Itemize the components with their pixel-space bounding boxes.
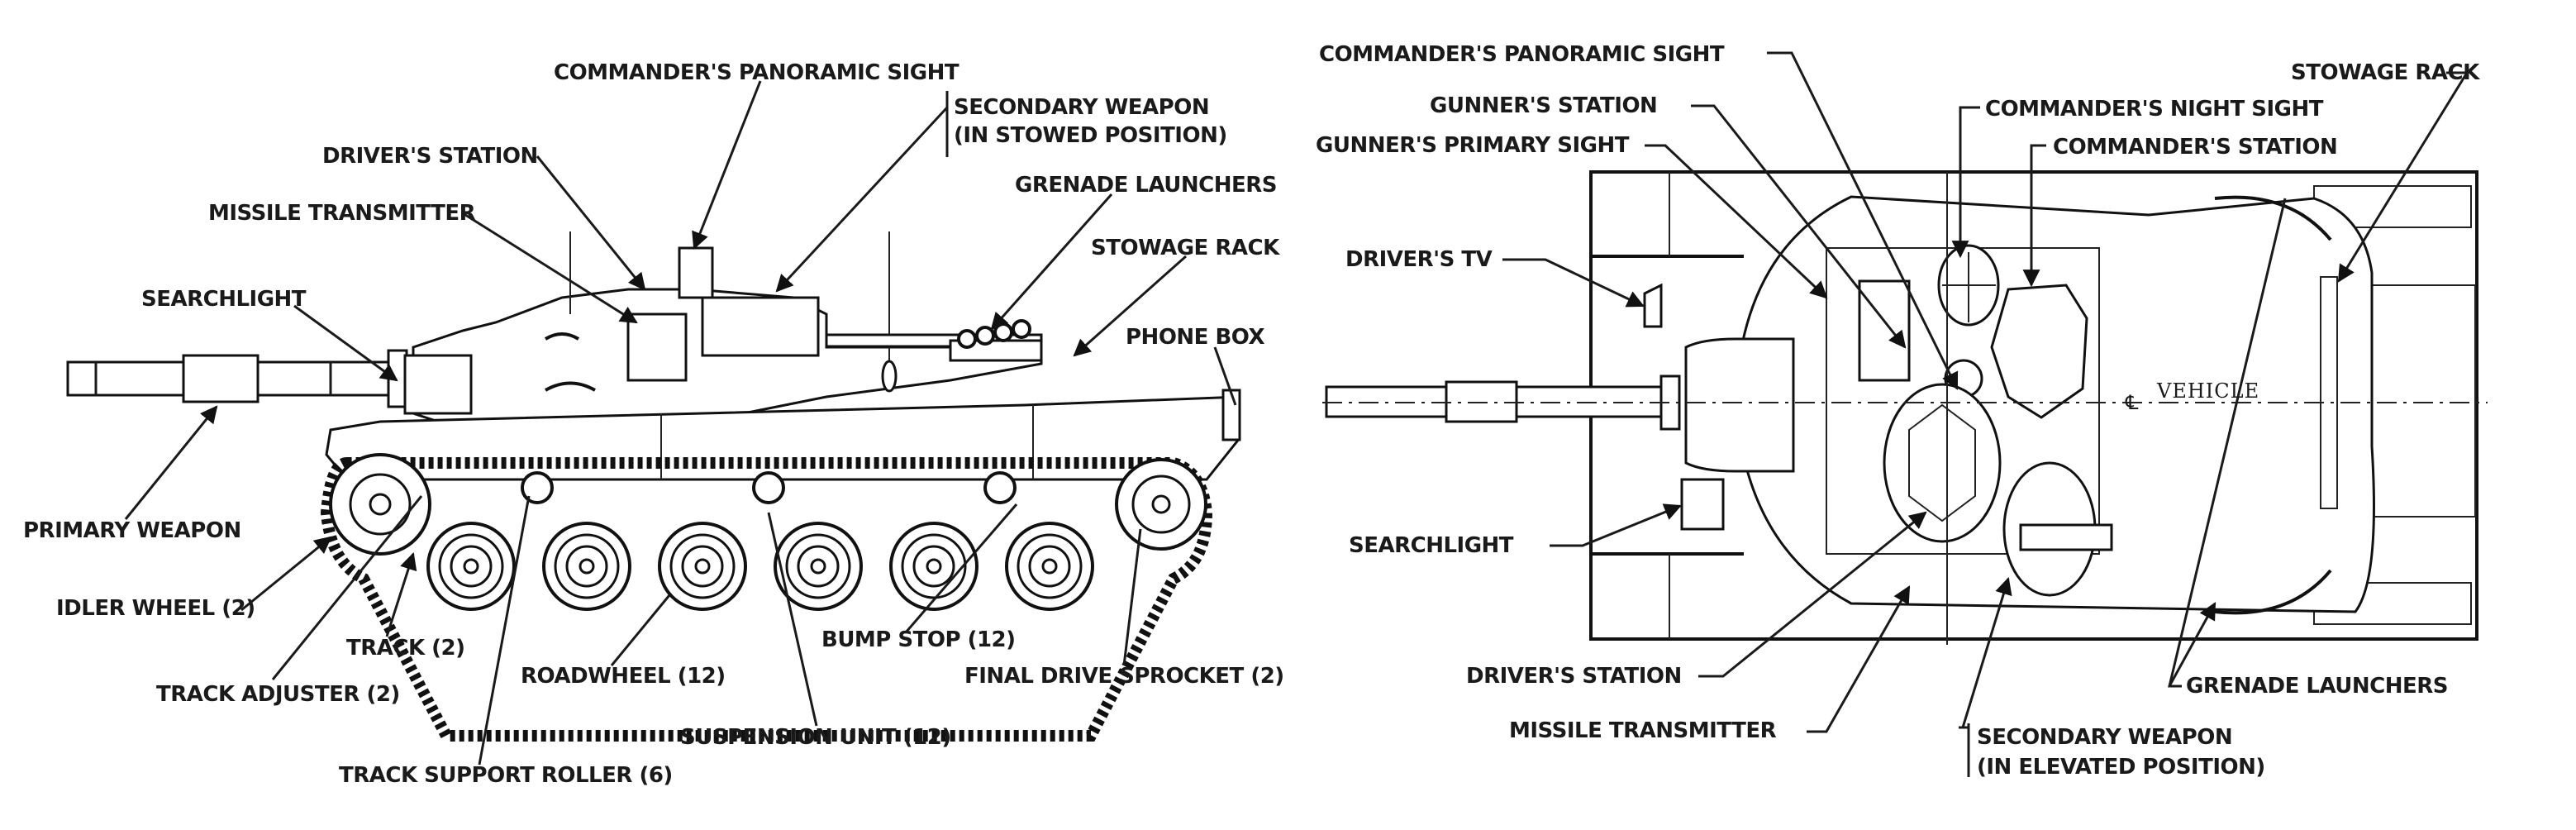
label-roadwheel: ROADWHEEL (12) xyxy=(521,664,726,689)
top-leader-lines xyxy=(1502,51,2469,777)
label-phone-box: PHONE BOX xyxy=(1126,325,1264,350)
top-turret xyxy=(1734,195,2375,615)
label-top-secondary-weapon: SECONDARY WEAPON xyxy=(1977,725,2232,750)
label-top-gunners-primary-sight: GUNNER'S PRIMARY SIGHT xyxy=(1316,133,1630,158)
label-secondary-weapon-note: (IN STOWED POSITION) xyxy=(954,123,1227,148)
label-top-secondary-weapon-note: (IN ELEVATED POSITION) xyxy=(1977,755,2265,780)
side-leader-lines xyxy=(124,80,1237,766)
roadwheel xyxy=(542,522,631,611)
roadwheel xyxy=(774,522,863,611)
track-support-roller xyxy=(983,471,1017,504)
label-top-gunners-station: GUNNER'S STATION xyxy=(1430,93,1657,118)
side-labels: COMMANDER'S PANORAMIC SIGHT SECONDARY WE… xyxy=(23,60,1284,788)
side-final-drive-sprocket xyxy=(1115,458,1207,551)
side-track-support-rollers xyxy=(521,471,1017,504)
label-final-drive-sprocket: FINAL DRIVE SPROCKET (2) xyxy=(964,664,1284,689)
label-track-adjuster: TRACK ADJUSTER (2) xyxy=(156,682,400,707)
track-support-roller xyxy=(521,471,554,504)
roadwheel xyxy=(1005,522,1094,611)
roadwheel xyxy=(426,522,516,611)
label-top-searchlight: SEARCHLIGHT xyxy=(1349,533,1514,558)
label-searchlight: SEARCHLIGHT xyxy=(141,287,307,312)
label-missile-transmitter: MISSILE TRANSMITTER xyxy=(208,201,476,226)
track-support-roller xyxy=(752,471,785,504)
label-commanders-panoramic-sight: COMMANDER'S PANORAMIC SIGHT xyxy=(554,60,959,85)
label-track-support-roller: TRACK SUPPORT ROLLER (6) xyxy=(339,763,673,788)
label-top-commanders-night-sight: COMMANDER'S NIGHT SIGHT xyxy=(1985,97,2324,122)
top-drivers-tv xyxy=(1643,283,1663,328)
side-turret xyxy=(403,231,1043,432)
side-primary-weapon-barrel xyxy=(66,349,408,408)
label-vehicle-centerline: VEHICLE xyxy=(2156,379,2259,403)
label-primary-weapon: PRIMARY WEAPON xyxy=(23,518,241,543)
label-track: TRACK (2) xyxy=(346,636,465,661)
label-secondary-weapon: SECONDARY WEAPON xyxy=(954,95,1209,120)
label-suspension-unit: SUSPENSION UNIT (12) xyxy=(680,725,951,750)
side-grenade-launcher-cluster xyxy=(949,319,1043,362)
side-idler-wheel xyxy=(329,453,431,556)
label-top-missile-transmitter: MISSILE TRANSMITTER xyxy=(1509,718,1777,743)
top-primary-weapon-barrel xyxy=(1325,337,1795,473)
label-drivers-station: DRIVER'S STATION xyxy=(322,144,538,169)
label-grenade-launchers: GRENADE LAUNCHERS xyxy=(1015,173,1277,198)
centerline-symbol: ℄ xyxy=(2125,391,2139,414)
top-view: VEHICLE ℄ COMMANDER'S PANORAMIC SIGHT ST… xyxy=(1316,42,2488,780)
label-top-drivers-station: DRIVER'S STATION xyxy=(1466,664,1682,689)
label-top-commanders-station: COMMANDER'S STATION xyxy=(2053,135,2337,160)
side-view: COMMANDER'S PANORAMIC SIGHT SECONDARY WE… xyxy=(23,60,1284,788)
label-bump-stop: BUMP STOP (12) xyxy=(821,627,1016,652)
roadwheel xyxy=(889,522,978,611)
label-top-commanders-panoramic-sight: COMMANDER'S PANORAMIC SIGHT xyxy=(1319,42,1725,67)
label-top-stowage-rack: STOWAGE RACK xyxy=(2291,60,2480,85)
label-top-grenade-launchers: GRENADE LAUNCHERS xyxy=(2186,674,2448,699)
side-roadwheels xyxy=(426,522,1094,611)
top-labels: COMMANDER'S PANORAMIC SIGHT STOWAGE RACK… xyxy=(1316,42,2481,780)
top-searchlight xyxy=(1680,478,1725,531)
label-idler-wheel: IDLER WHEEL (2) xyxy=(56,596,255,621)
label-stowage-rack: STOWAGE RACK xyxy=(1091,236,1280,260)
roadwheel xyxy=(658,522,747,611)
label-top-drivers-tv: DRIVER'S TV xyxy=(1345,247,1493,272)
